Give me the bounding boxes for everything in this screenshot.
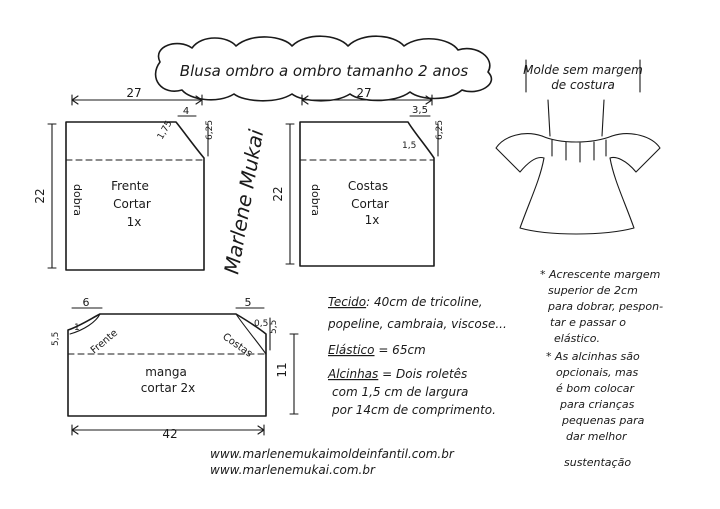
frente-side-drop: 6,25	[205, 120, 215, 140]
costas-width-label: 27	[356, 86, 371, 100]
note-line-4: tar e passar o	[550, 316, 626, 329]
signature: Marlene Mukai	[219, 127, 268, 276]
materials-line-4: Alcinhas = Dois roletês	[327, 367, 467, 381]
costas-side-drop: 6,25	[435, 120, 445, 140]
materials-line-2: popeline, cambraia, viscose...	[327, 317, 507, 331]
frente-outline	[65, 121, 205, 271]
note-line-11: dar melhor	[566, 430, 628, 443]
website-1: www.marlenemukaimoldeinfantil.com.br	[210, 447, 455, 461]
costas-name: Costas	[348, 179, 388, 193]
materials-block: Tecido: 40cm de tricoline, popeline, cam…	[327, 295, 507, 417]
costas-height-label: 22	[271, 186, 285, 201]
title-cloud	[154, 35, 493, 102]
frente-cut-label: Cortar	[113, 197, 151, 211]
costas-neck-width: 3,5	[412, 105, 428, 116]
note-line-10: pequenas para	[561, 414, 645, 427]
molde-note-line1: Molde sem margem	[523, 63, 643, 77]
costas-piece: 27 3,5 1,5 6,25 22 dobra Costas Cortar 1…	[271, 86, 445, 267]
manga-cut-label: cortar 2x	[141, 381, 195, 395]
note-line-1: * Acrescente margem	[540, 268, 660, 281]
note-line-3: para dobrar, pespon-	[547, 300, 663, 313]
frente-name: Frente	[111, 179, 149, 193]
frente-piece: 27 4 1,75 6,25 22 dobra Frente Cortar 1x	[33, 86, 215, 271]
manga-name: manga	[145, 365, 187, 379]
manga-left-side-b: 5,5	[51, 332, 61, 346]
manga-costas-label: Costas	[220, 331, 254, 359]
manga-right-top: 5	[245, 296, 252, 309]
manga-left-top: 6	[83, 296, 90, 309]
costas-fold: dobra	[309, 184, 322, 216]
frente-cut-count: 1x	[127, 215, 142, 229]
frente-fold: dobra	[71, 184, 84, 216]
costas-outline	[299, 121, 435, 267]
notes-block: * Acrescente margem superior de 2cm para…	[540, 268, 663, 469]
manga-right-diag: 0,5	[254, 319, 268, 329]
note-line-7: opcionais, mas	[556, 366, 638, 379]
manga-piece: 6 5 1 5,5 Frente Costas 0,5 5,5 11 42 ma…	[51, 296, 299, 441]
materials-line-1: Tecido: 40cm de tricoline,	[328, 295, 483, 309]
costas-cut-count: 1x	[365, 213, 380, 227]
materials-line-6: por 14cm de comprimento.	[331, 403, 496, 417]
molde-note-bracket	[525, 59, 641, 93]
website-2: www.marlenemukai.com.br	[210, 463, 376, 477]
note-line-2: superior de 2cm	[548, 284, 638, 297]
blouse-sketch	[495, 99, 661, 235]
note-line-5: elástico.	[554, 332, 600, 345]
molde-note-line2: de costura	[551, 78, 615, 92]
manga-left-side-a: 1	[74, 323, 80, 333]
manga-right-side: 5,5	[269, 320, 279, 334]
note-line-6: * As alcinhas são	[546, 350, 640, 363]
frente-height-label: 22	[33, 188, 47, 203]
materials-line-5: com 1,5 cm de largura	[332, 385, 468, 399]
frente-neck-width: 4	[183, 106, 189, 117]
costas-cut-label: Cortar	[351, 197, 389, 211]
manga-width-label: 42	[162, 427, 177, 441]
materials-line-3: Elástico = 65cm	[328, 343, 426, 357]
note-line-12: sustentação	[564, 456, 631, 469]
manga-frente-label: Frente	[89, 328, 120, 357]
manga-height-label: 11	[275, 362, 289, 377]
title-text: Blusa ombro a ombro tamanho 2 anos	[180, 62, 469, 80]
costas-diag: 1,5	[402, 141, 416, 151]
note-line-8: é bom colocar	[556, 382, 636, 395]
frente-width-label: 27	[126, 86, 141, 100]
note-line-9: para crianças	[559, 398, 635, 411]
